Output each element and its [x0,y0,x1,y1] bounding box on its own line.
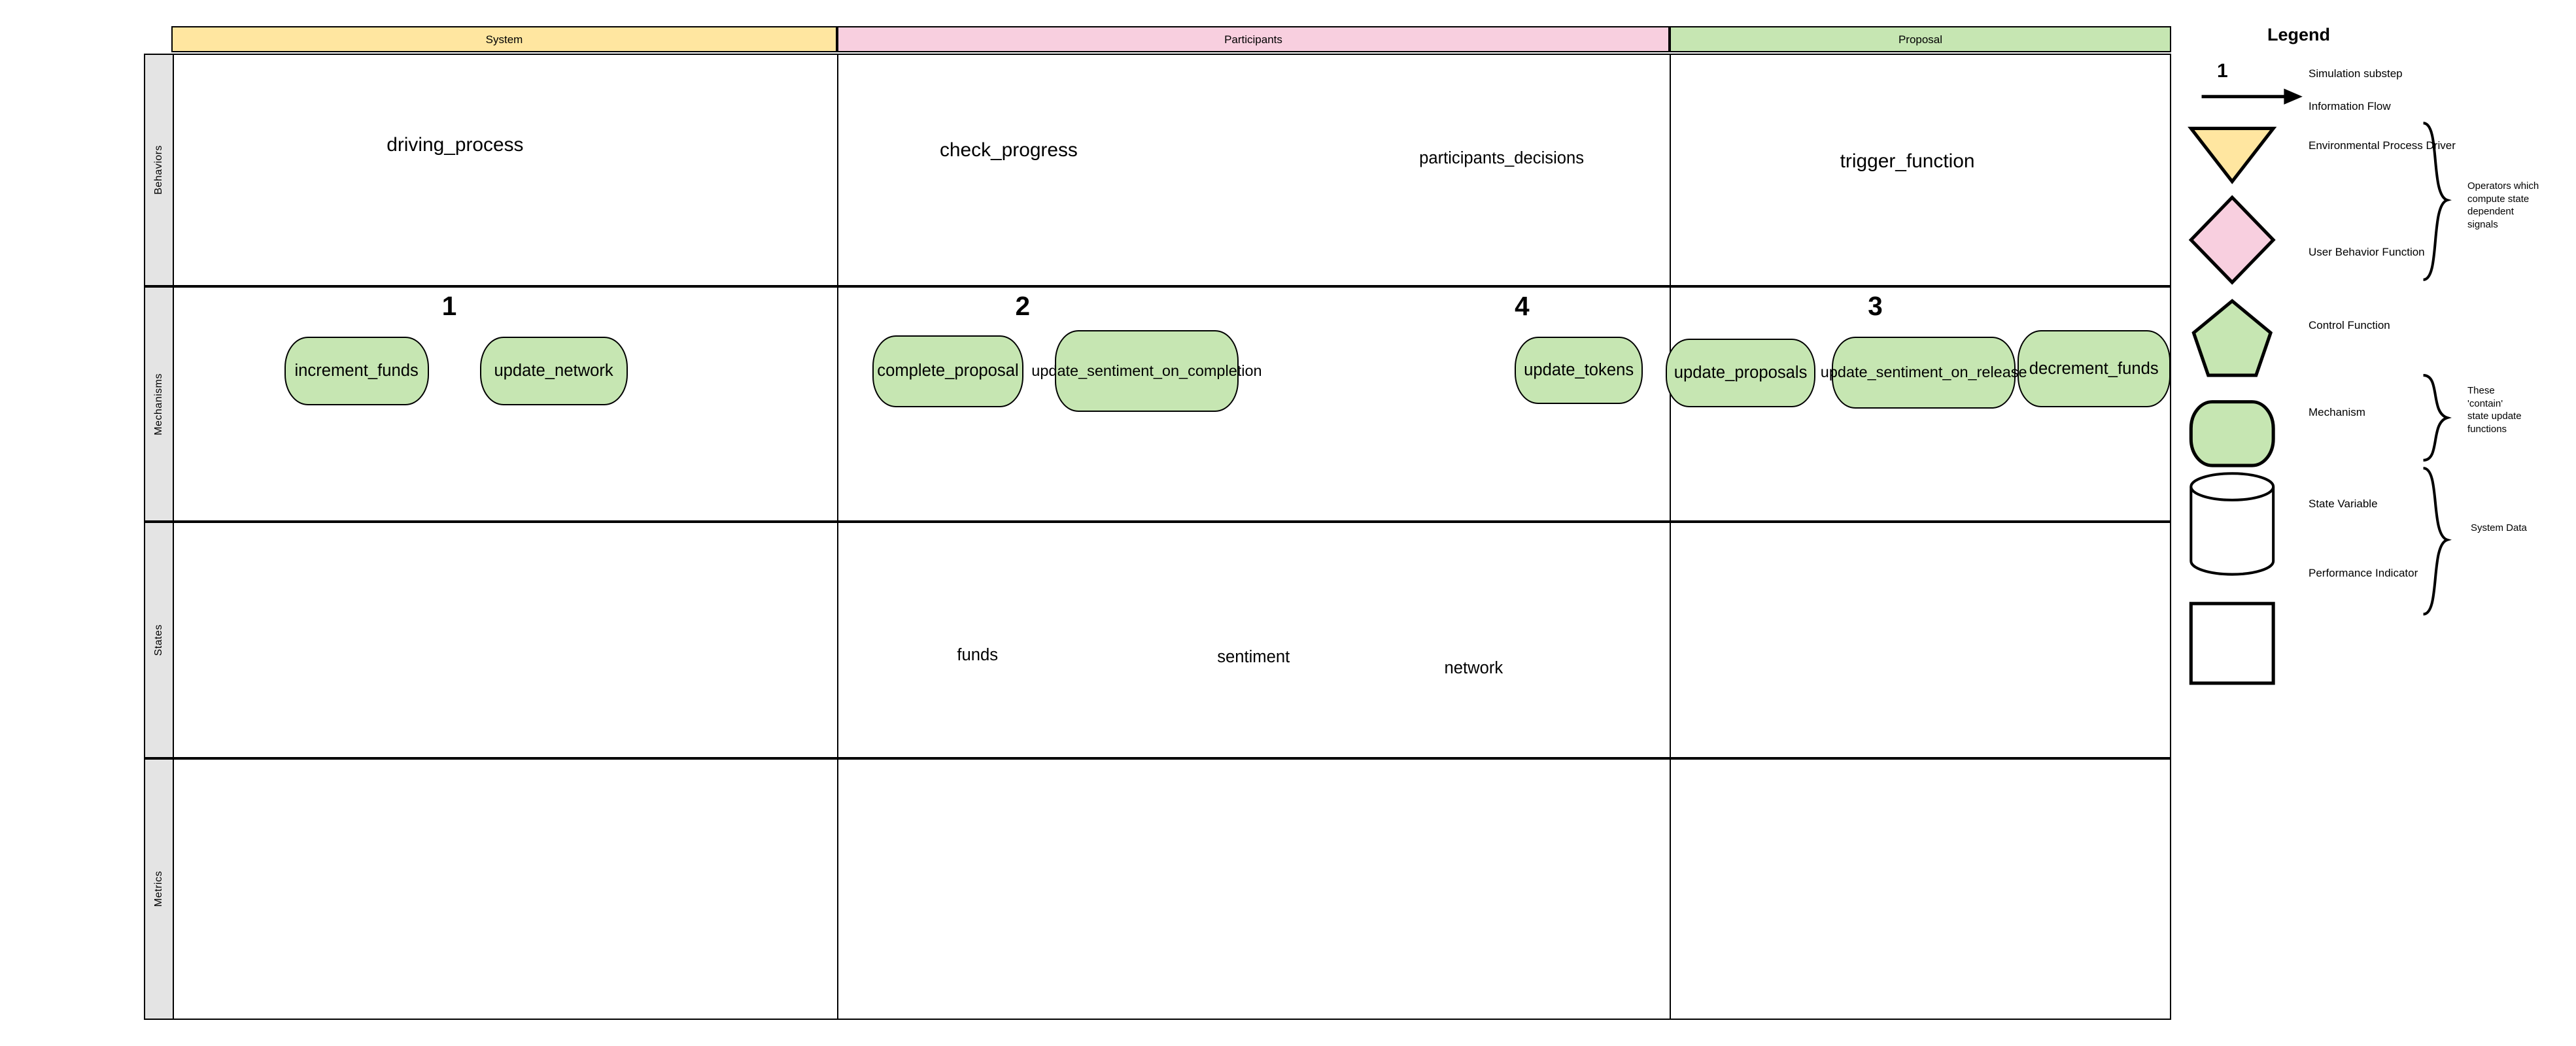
legend-panel: Legend [2178,20,2576,804]
column-header-system: System [171,26,837,52]
legend-item-label-state-variable: State Variable [2309,498,2378,510]
legend-brace-text-system-data: System Data [2471,522,2527,533]
behavior-node-driving_process[interactable]: driving_process [375,118,536,173]
column-header-proposal-label: Proposal [1898,33,1943,46]
state-label-funds: funds [957,646,999,665]
substep-number-proposal-3: 3 [1868,291,1883,321]
row-label-behaviors: Behaviors [145,55,174,285]
column-header-participants: Participants [837,26,1670,52]
substep-number-participants-4: 4 [1515,291,1530,321]
mechanism-label-decrement_funds: decrement_funds [2029,359,2159,378]
mechanism-label-update_sentiment_on_completion: update_sentiment_on_completion [1031,362,1262,379]
legend-item-label-user-behavior-function: User Behavior Function [2309,246,2425,258]
mechanism-label-update_tokens: update_tokens [1524,361,1634,380]
mechanism-node-decrement_funds[interactable]: decrement_funds [2017,330,2171,407]
legend-brace-operators [2422,122,2452,281]
substep-number-system: 1 [441,291,457,321]
legend-triangle-icon [2188,126,2277,184]
column-divider-1 [837,55,838,285]
legend-symbols [2188,88,2452,685]
behavior-node-participants_decisions[interactable]: participants_decisions [1405,133,1598,185]
legend-title: Legend [2267,25,2330,44]
row-label-metrics-text: Metrics [153,871,164,907]
column-divider-3 [837,288,838,520]
legend-item-label-simulation-substep: Simulation substep [2309,67,2403,80]
row-metrics: Metrics [144,758,2171,1020]
behavior-label-participants_decisions: participants_decisions [1419,149,1585,168]
legend-rect-icon [2189,601,2275,685]
mechanism-label-update_proposals: update_proposals [1674,363,1808,382]
legend-diamond-icon [2188,195,2276,285]
row-states: States [144,522,2171,758]
column-header-participants-label: Participants [1224,33,1282,46]
column-divider-4 [1670,288,1671,520]
row-label-behaviors-text: Behaviors [153,145,164,195]
mechanism-node-update_tokens[interactable]: update_tokens [1515,337,1643,404]
column-header-proposal: Proposal [1670,26,2171,52]
behavior-node-check_progress[interactable]: check_progress [920,123,1097,178]
mechanism-node-increment_funds[interactable]: increment_funds [284,337,429,405]
legend-arrow-icon [2201,88,2303,105]
behavior-label-driving_process: driving_process [386,134,524,156]
legend-rounded-rect-icon [2189,400,2275,467]
row-label-states-text: States [153,624,164,656]
legend-brace-text-operators: Operators which compute state dependent … [2467,180,2539,230]
column-divider-5 [837,523,838,757]
canvas-grid: System Participants Proposal Behaviors M… [144,26,2171,1020]
column-divider-7 [837,760,838,1019]
mechanism-label-update_network: update_network [494,362,613,380]
legend-item-label-mechanism: Mechanism [2309,406,2365,418]
substep-number-participants-2: 2 [1015,291,1030,321]
state-node-sentiment[interactable]: sentiment [1194,639,1313,675]
legend-brace-text-mechanism: These 'contain' state update functions [2467,385,2522,435]
mechanism-label-update_sentiment_on_release: update_sentiment_on_release [1820,363,2027,381]
column-divider-6 [1670,523,1671,757]
row-label-states: States [145,523,174,757]
state-label-sentiment: sentiment [1217,647,1290,666]
mechanism-label-increment_funds: increment_funds [294,362,419,380]
state-label-network: network [1444,659,1503,678]
legend-item-label-performance-indicator: Performance Indicator [2309,567,2418,579]
column-header-system-label: System [485,33,523,46]
behavior-label-trigger_function: trigger_function [1840,150,1975,173]
behavior-label-check_progress: check_progress [939,139,1078,161]
mechanism-label-complete_proposal: complete_proposal [877,362,1019,380]
mechanism-node-update_proposals[interactable]: update_proposals [1666,338,1815,407]
row-label-mechanisms-text: Mechanisms [153,373,164,435]
column-divider-8 [1670,760,1671,1019]
mechanism-node-complete_proposal[interactable]: complete_proposal [872,335,1024,407]
column-divider-2 [1670,55,1671,285]
state-node-funds[interactable]: funds [928,637,1027,673]
behavior-node-trigger_function[interactable]: trigger_function [1813,136,2001,188]
legend-item-label-information-flow: Information Flow [2309,100,2391,112]
legend-pentagon-icon [2191,299,2273,377]
legend-cylinder-icon [2190,472,2275,576]
legend-brace-mechanism [2423,374,2452,462]
legend-substep-number: 1 [2217,60,2228,82]
legend-item-label-environmental-process-driver: Environmental Process Driver [2309,139,2456,152]
row-behaviors: Behaviors [144,54,2171,286]
mechanism-node-update_network[interactable]: update_network [479,337,628,405]
state-node-network[interactable]: network [1416,650,1531,686]
mechanism-node-update_sentiment_on_release[interactable]: update_sentiment_on_release [1821,337,2027,409]
row-label-metrics: Metrics [145,760,174,1019]
row-label-mechanisms: Mechanisms [145,288,174,520]
mechanism-node-update_sentiment_on_completion[interactable]: update_sentiment_on_completion [1031,330,1262,412]
legend-item-label-control-function: Control Function [2309,319,2390,331]
legend-brace-system-data [2422,467,2452,616]
